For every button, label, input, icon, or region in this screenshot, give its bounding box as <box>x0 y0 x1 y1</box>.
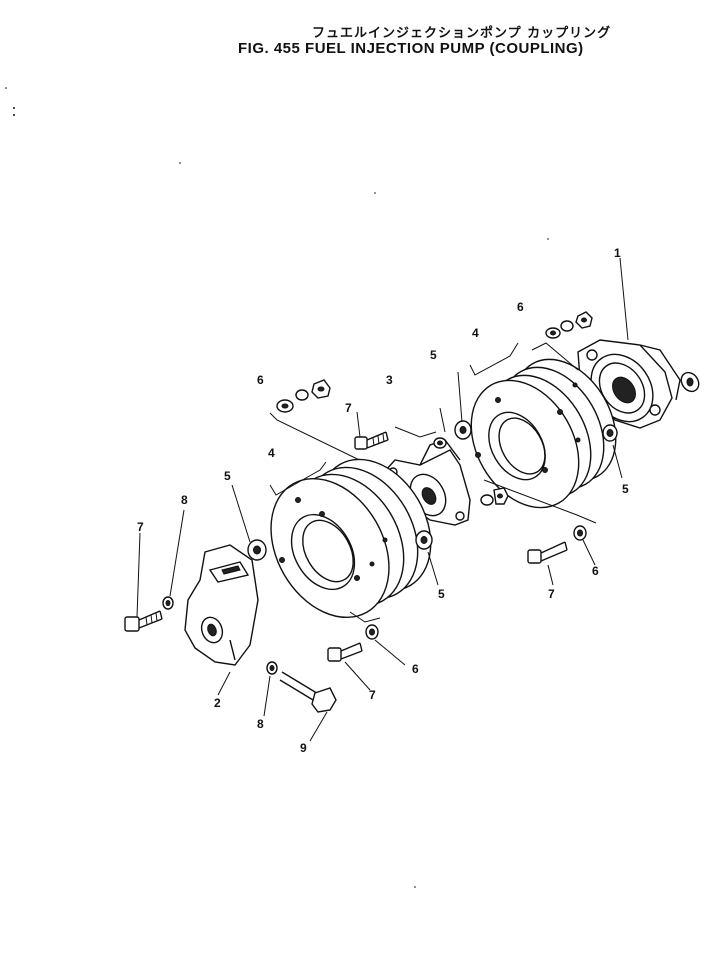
callout-7-lower: 7 <box>369 688 376 702</box>
callout-6-top-right: 6 <box>517 300 524 314</box>
callout-7-left: 7 <box>137 520 144 534</box>
leader-lines-upper <box>469 342 597 524</box>
callout-2: 2 <box>214 696 221 710</box>
callout-5-left: 5 <box>224 469 231 483</box>
part-7-bolt-lower-right <box>527 525 587 564</box>
callout-4-upper: 4 <box>472 326 479 340</box>
fastener-group-top-left <box>276 379 331 413</box>
callout-6-top-left: 6 <box>257 373 264 387</box>
callout-8-upper: 8 <box>181 493 188 507</box>
callout-7-upper: 7 <box>345 401 352 415</box>
callout-leaders <box>136 257 629 742</box>
part-4-coupling-disc-left <box>270 458 432 619</box>
part-4-coupling-disc-right <box>470 358 617 509</box>
callout-5-lower: 5 <box>438 587 445 601</box>
part-9-long-bolt <box>266 661 337 713</box>
callout-9: 9 <box>300 741 307 755</box>
part-7-bolt-left <box>124 596 174 632</box>
scan-specks <box>5 87 549 888</box>
callout-4-lower: 4 <box>268 446 275 460</box>
leader-lines-middle <box>269 371 463 471</box>
title-japanese: フュエルインジェクションポンプ カップリング <box>312 26 612 41</box>
callout-6-lower: 6 <box>412 662 419 676</box>
callout-8-lower: 8 <box>257 717 264 731</box>
washers-near-spacer <box>433 437 509 506</box>
figure-title: FIG. 455 FUEL INJECTION PUMP (COUPLING) <box>238 40 584 57</box>
leader-lines-lower <box>269 461 381 623</box>
callout-5-right: 5 <box>622 482 629 496</box>
part-7-bolt-lower-middle <box>327 624 379 662</box>
callout-numbers: 1 2 3 4 4 5 5 5 5 6 6 6 6 7 7 7 7 8 8 9 <box>137 246 629 755</box>
callout-5-upper: 5 <box>430 348 437 362</box>
part-2-hub-clamp <box>184 544 259 666</box>
callout-1: 1 <box>614 246 621 260</box>
part-7-bolt-upper <box>354 431 389 450</box>
callout-7-right: 7 <box>548 587 555 601</box>
part-5-plugs-upper <box>454 420 618 442</box>
fastener-group-top-right <box>545 311 593 339</box>
part-5-plugs-lower <box>247 530 433 561</box>
callout-6-right: 6 <box>592 564 599 578</box>
callout-3: 3 <box>386 373 393 387</box>
